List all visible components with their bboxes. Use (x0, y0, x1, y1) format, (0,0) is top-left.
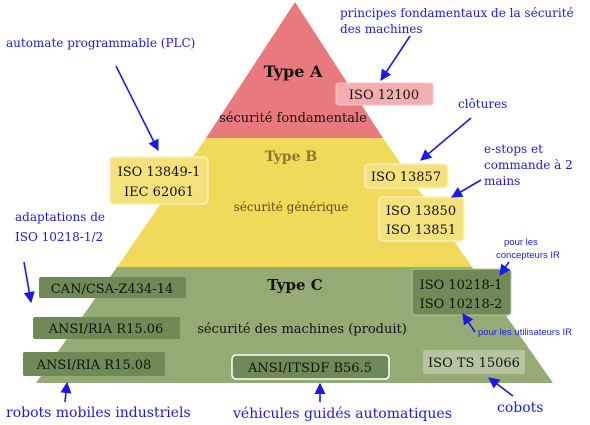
iso-10218-box (411, 268, 512, 316)
ansi-itsdf-b56-5-box (231, 354, 390, 380)
iso-12100-label: ISO 12100 (349, 88, 419, 103)
arrow-principes (380, 35, 411, 81)
annotation-estops-line2: commande à 2 (484, 158, 573, 172)
arrow-cobots (488, 377, 514, 397)
iso-12100-box (335, 82, 434, 106)
iso-13857-label: ISO 13857 (371, 170, 441, 185)
annotation-estops-line3: mains (484, 174, 520, 188)
ansi-itsdf-b56-5-label: ANSI/ITSDF B56.5 (247, 361, 372, 376)
tier-c-title: Type C (267, 276, 322, 294)
iso-13850-13851-box (378, 196, 465, 242)
annotation-concepteurs-line1: pour les (504, 237, 538, 248)
iso-10218-1-label: ISO 10218-1 (420, 278, 503, 293)
ansi-ria-r15-08-box (23, 352, 165, 376)
annotation-adaptations-line2: ISO 10218-1/2 (15, 230, 103, 244)
tier-b-subtitle: sécurité générique (234, 200, 349, 214)
annotation-adaptations-line1: adaptations de (15, 210, 105, 224)
ansi-ria-r15-06-box (33, 317, 180, 339)
can-csa-z434-box (39, 277, 186, 298)
annotation-principes-line1: principes fondamentaux de la sécurité (340, 6, 574, 20)
iso-ts-15066-label: ISO TS 15066 (428, 356, 520, 371)
tier-a-subtitle: sécurité fondamentale (219, 111, 367, 126)
annotation-vehicules: véhicules guidés automatiques (232, 406, 452, 422)
iso-13851-label: ISO 13851 (386, 223, 456, 238)
arrow-utilisateurs (462, 313, 476, 333)
tier-a-title: Type A (264, 62, 323, 81)
annotation-cobots: cobots (497, 400, 543, 416)
annotation-utilisateurs: pour les utilisateurs IR (478, 327, 572, 338)
ansi-ria-r15-06-label: ANSI/RIA R15.06 (48, 322, 164, 337)
arrow-plc (115, 65, 159, 152)
iso-ts-15066-box (423, 350, 525, 374)
tier-c-subtitle: sécurité des machines (produit) (197, 322, 407, 337)
annotation-concepteurs-line2: concepteurs IR (496, 250, 560, 261)
iso-10218-2-label: ISO 10218-2 (420, 297, 503, 312)
can-csa-z434-label: CAN/CSA-Z434-14 (51, 282, 174, 297)
annotation-plc: automate programmable (PLC) (6, 36, 195, 50)
arrow-concepteurs (499, 261, 511, 276)
ansi-ria-r15-08-label: ANSI/RIA R15.08 (36, 358, 152, 373)
arrow-adaptations (23, 261, 35, 304)
annotation-robots-mobiles: robots mobiles industriels (6, 405, 191, 421)
arrow-clotures (420, 117, 472, 161)
iso-13857-box (364, 163, 449, 189)
iso-13850-label: ISO 13850 (386, 204, 456, 219)
iso-13849-1-label: ISO 13849-1 (118, 165, 201, 180)
annotation-estops-line1: e-stops et (484, 142, 543, 156)
iso-13849-iec-62061-box (109, 156, 209, 205)
iec-62061-label: IEC 62061 (124, 185, 194, 200)
tier-b-title: Type B (265, 149, 318, 165)
annotation-clotures: clôtures (458, 97, 507, 111)
arrow-robots-mobiles (60, 381, 72, 403)
annotation-principes-line2: des machines (340, 22, 423, 36)
arrow-estops (451, 179, 482, 198)
